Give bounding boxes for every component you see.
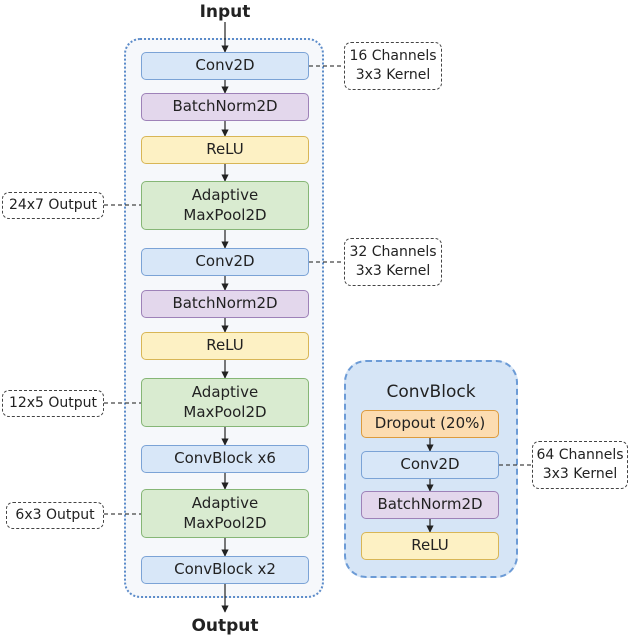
conv2d-layer-2: Conv2D: [141, 248, 309, 276]
note-convblock-conv-params: 64 Channels 3x3 Kernel: [532, 441, 628, 489]
note-pool3-output: 6x3 Output: [6, 502, 104, 529]
note-conv1-params: 16 Channels 3x3 Kernel: [344, 42, 442, 90]
conv2d-layer-1: Conv2D: [141, 52, 309, 80]
note-pool2-output: 12x5 Output: [2, 390, 104, 417]
note-pool1-output: 24x7 Output: [2, 192, 104, 219]
adaptive-maxpool2d-layer-1: Adaptive MaxPool2D: [141, 181, 309, 230]
adaptive-maxpool2d-layer-2: Adaptive MaxPool2D: [141, 378, 309, 427]
output-label: Output: [191, 616, 259, 636]
convblock-relu-layer: ReLU: [361, 532, 499, 560]
convblock-dropout-layer: Dropout (20%): [361, 410, 499, 438]
note-conv2-params: 32 Channels 3x3 Kernel: [344, 238, 442, 286]
convblock-x6-layer: ConvBlock x6: [141, 445, 309, 473]
adaptive-maxpool2d-layer-3: Adaptive MaxPool2D: [141, 489, 309, 538]
relu-layer-2: ReLU: [141, 332, 309, 360]
convblock-x2-layer: ConvBlock x2: [141, 556, 309, 584]
batchnorm2d-layer-2: BatchNorm2D: [141, 290, 309, 318]
batchnorm2d-layer-1: BatchNorm2D: [141, 93, 309, 121]
convblock-title: ConvBlock: [386, 382, 476, 402]
relu-layer-1: ReLU: [141, 136, 309, 164]
convblock-conv2d-layer: Conv2D: [361, 451, 499, 479]
convblock-batchnorm2d-layer: BatchNorm2D: [361, 491, 499, 519]
input-label: Input: [199, 2, 251, 22]
